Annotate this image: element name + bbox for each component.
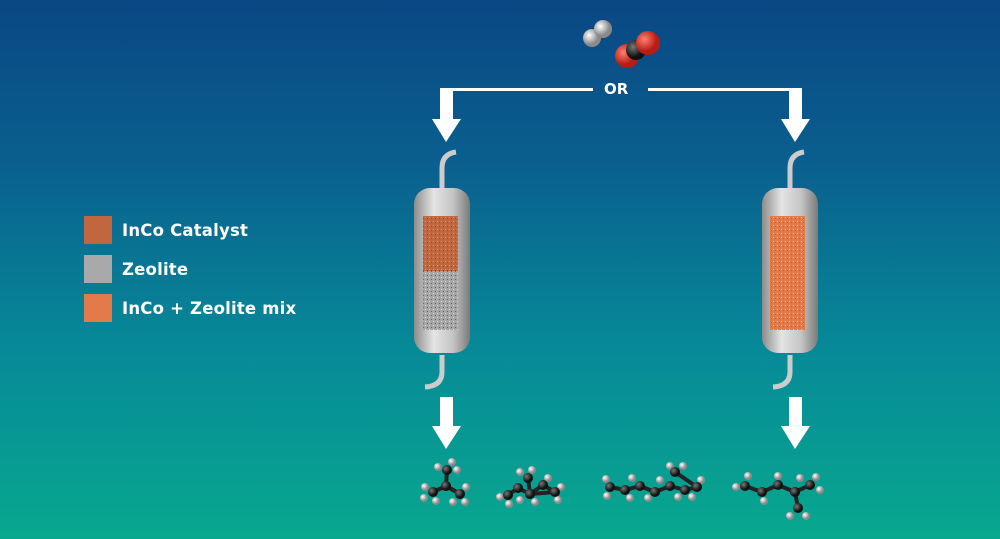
mix-swatch bbox=[84, 294, 112, 322]
legend-label: InCo + Zeolite mix bbox=[122, 298, 297, 318]
isobutane-molecule-icon bbox=[420, 458, 470, 506]
legend-item-zeolite: Zeolite bbox=[84, 255, 296, 283]
inco-catalyst-bed bbox=[423, 216, 458, 271]
arrow-down-icon bbox=[781, 397, 810, 449]
isooctane-molecule-icon bbox=[602, 462, 705, 502]
legend-label: Zeolite bbox=[122, 259, 189, 279]
co2-molecule-icon bbox=[615, 31, 660, 68]
inco-zeolite-mix-bed bbox=[770, 216, 805, 330]
arrow-down-icon bbox=[432, 88, 461, 142]
reactor-mixed-bed bbox=[762, 149, 818, 390]
h2-molecule-icon bbox=[583, 20, 612, 47]
inco-swatch bbox=[84, 216, 112, 244]
arrow-down-icon bbox=[781, 88, 810, 142]
methylhexane-molecule-icon bbox=[732, 472, 824, 520]
reactor-dual-bed bbox=[414, 149, 470, 390]
legend: InCo Catalyst Zeolite InCo + Zeolite mix bbox=[84, 216, 296, 333]
legend-item-inco: InCo Catalyst bbox=[84, 216, 296, 244]
legend-label: InCo Catalyst bbox=[122, 220, 249, 240]
or-label: OR bbox=[604, 80, 629, 98]
legend-item-mix: InCo + Zeolite mix bbox=[84, 294, 296, 322]
zeolite-swatch bbox=[84, 255, 112, 283]
isopentane-molecule-icon bbox=[496, 466, 565, 508]
arrow-down-icon bbox=[432, 397, 461, 449]
zeolite-bed bbox=[423, 271, 458, 330]
split-connector bbox=[440, 88, 802, 91]
